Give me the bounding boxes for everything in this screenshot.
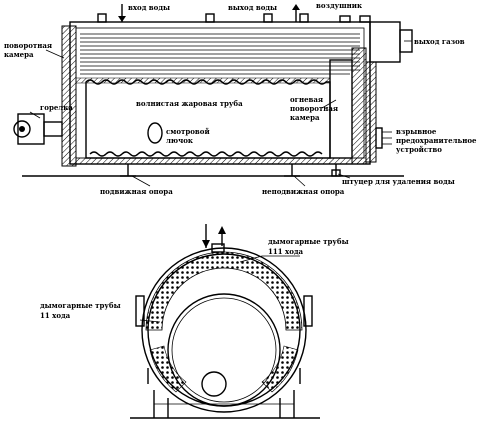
smoke-tube-bank	[80, 33, 360, 75]
boiler-shell	[69, 21, 371, 165]
label-burner: горелка	[40, 103, 73, 112]
label-rear-chamber-3: камера	[290, 113, 320, 122]
sight-hole	[147, 122, 163, 144]
burner-opening	[201, 371, 227, 397]
label-drain-fitting: штуцер для удаления воды	[342, 177, 455, 186]
outer-shell	[141, 247, 307, 413]
shell-inner	[75, 27, 365, 159]
label-rear-chamber-1: огневая	[290, 95, 323, 104]
gas-outlet	[369, 21, 413, 63]
label-water-out: выход воды	[228, 3, 277, 12]
label-turn-chamber-front-2: камера	[4, 50, 34, 59]
label-corrugated-tube: волнистая жаровая труба	[136, 99, 243, 108]
top-nozzles	[97, 13, 371, 23]
label-smoke-tubes-2-1: дымогарные трубы	[40, 301, 121, 310]
cross-section-supports	[153, 390, 295, 418]
explosion-safety-device	[375, 127, 392, 149]
front-turning-chamber	[61, 25, 77, 167]
label-sight-hole-1: смотровой	[166, 127, 210, 136]
label-smoke-tubes-3-1: дымогарные трубы	[268, 237, 349, 246]
fixed-support	[284, 164, 300, 177]
label-explosion-1: взрывное	[396, 127, 437, 136]
cross-section-view	[130, 224, 320, 419]
label-air-vent: воздушник	[316, 1, 362, 10]
side-view	[13, 4, 413, 187]
label-explosion-3: устройство	[396, 145, 442, 154]
burner	[13, 113, 63, 145]
movable-support	[120, 164, 136, 177]
label-sight-hole-2: лючок	[166, 136, 193, 145]
label-fixed-support: неподвижная опора	[262, 187, 345, 196]
label-water-in: вход воды	[128, 3, 170, 12]
label-smoke-tubes-3-2: 111 хода	[268, 247, 304, 256]
fire-tube	[167, 293, 281, 407]
label-turn-chamber-front-1: поворотная	[4, 41, 52, 50]
smoke-tube-ring	[145, 251, 303, 331]
label-rear-chamber-2: поворотная	[290, 104, 338, 113]
label-gas-out: выход газов	[414, 37, 465, 46]
label-smoke-tubes-2-2: 11 хода	[40, 311, 71, 320]
label-explosion-2: предохранительное	[396, 136, 477, 145]
label-movable-support: подвижная опора	[100, 187, 173, 196]
